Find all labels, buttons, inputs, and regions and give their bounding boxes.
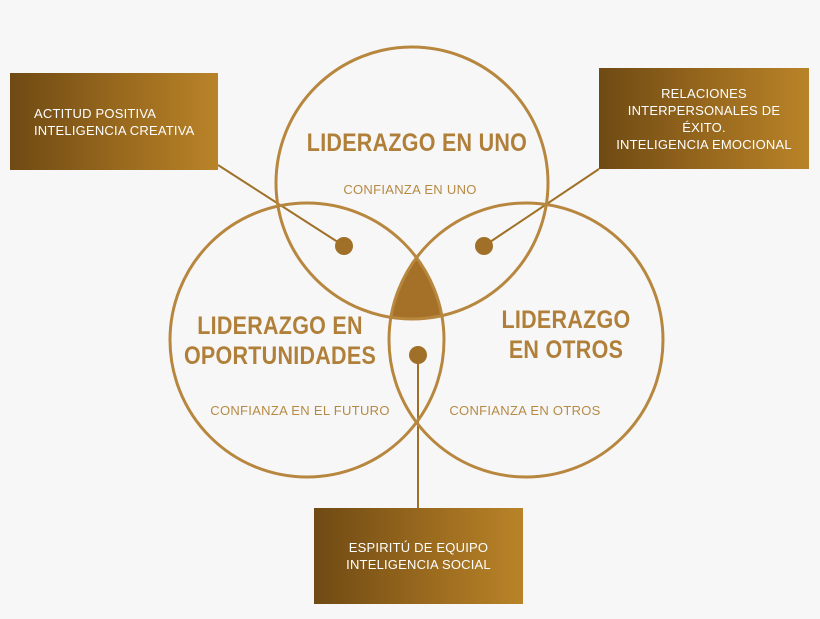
- note-left-line: ACTITUD POSITIVA: [34, 105, 157, 121]
- note-right-line: ÉXITO.: [682, 119, 726, 135]
- title-liderazgo-en-uno: LIDERAZGO EN UNO: [306, 128, 528, 158]
- dot-left: [335, 237, 353, 255]
- note-box-left: ACTITUD POSITIVA INTELIGENCIA CREATIVA: [10, 73, 218, 170]
- subtitle-confianza-en-uno: CONFIANZA EN UNO: [343, 182, 477, 197]
- note-right-line: INTERPERSONALES DE: [627, 102, 781, 118]
- note-box-bottom: ESPIRITÚ DE EQUIPO INTELIGENCIA SOCIAL: [314, 508, 523, 604]
- title-uno-text: LIDERAZGO EN UNO: [306, 129, 528, 157]
- title-otros-line2: EN OTROS: [508, 336, 624, 364]
- title-otros-line1: LIDERAZGO: [501, 306, 631, 334]
- title-oport-line2: OPORTUNIDADES: [183, 342, 377, 370]
- dot-bottom: [409, 346, 427, 364]
- title-liderazgo-en-otros: LIDERAZGO EN OTROS: [463, 305, 669, 365]
- circle-liderazgo-en-uno: [274, 45, 550, 321]
- note-right-line: INTELIGENCIA EMOCIONAL: [616, 136, 792, 152]
- note-right-line: RELACIONES: [661, 85, 747, 101]
- title-liderazgo-en-oportunidades: LIDERAZGO EN OPORTUNIDADES: [177, 311, 383, 371]
- note-left-line: INTELIGENCIA CREATIVA: [34, 122, 195, 138]
- note-bottom-line: ESPIRITÚ DE EQUIPO: [348, 540, 489, 555]
- circle-liderazgo-en-otros: [387, 201, 665, 479]
- note-bottom-line: INTELIGENCIA SOCIAL: [346, 557, 491, 572]
- connector-right: [483, 168, 600, 247]
- title-oport-line1: LIDERAZGO EN: [197, 312, 363, 340]
- circle-liderazgo-en-oportunidades: [168, 201, 446, 479]
- subtitle-confianza-en-el-futuro: CONFIANZA EN EL FUTURO: [210, 403, 390, 418]
- note-box-right: RELACIONES INTERPERSONALES DE ÉXITO. INT…: [599, 68, 809, 169]
- dot-right: [475, 237, 493, 255]
- subtitle-confianza-en-otros: CONFIANZA EN OTROS: [449, 403, 601, 418]
